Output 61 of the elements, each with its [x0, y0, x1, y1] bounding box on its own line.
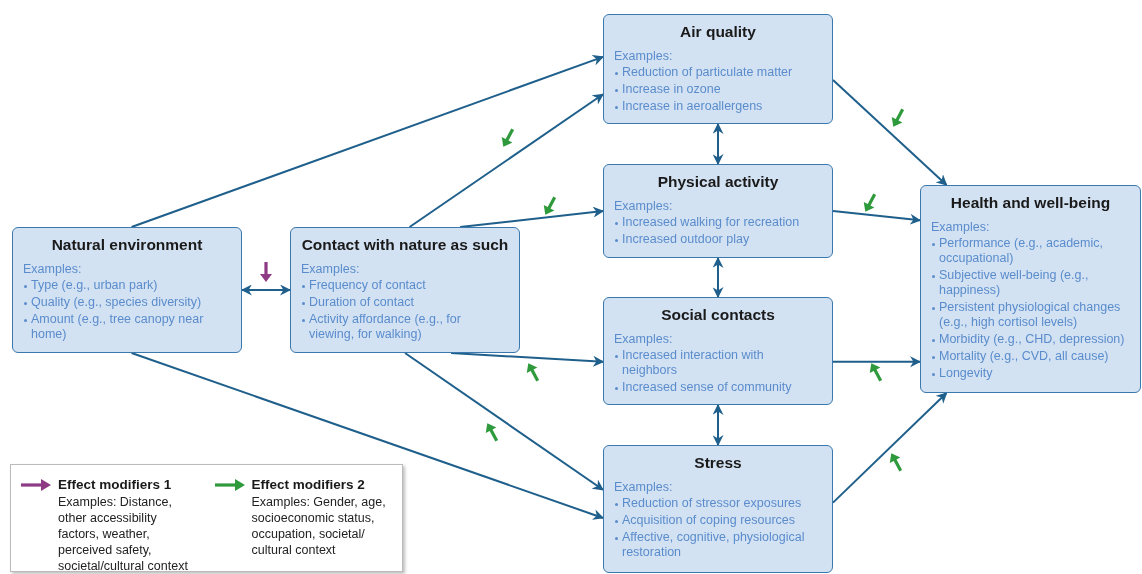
box-title: Health and well-being [949, 194, 1112, 212]
bullet-item: Amount (e.g., tree canopy near home) [23, 312, 231, 342]
bullet-item: Performance (e.g., academic, occupational) [931, 236, 1130, 266]
arrow [240, 284, 292, 296]
box-title: Natural environment [50, 236, 204, 254]
bullet-item: Longevity [931, 366, 1130, 381]
examples-label: Examples: [614, 198, 674, 214]
process-box [603, 164, 833, 258]
arrow [832, 356, 922, 368]
bullet-item: Morbidity (e.g., CHD, depression) [931, 332, 1130, 347]
box-title: Physical activity [656, 173, 780, 191]
bullet-item: Acquisition of coping resources [614, 513, 822, 528]
box-title: Air quality [679, 23, 757, 41]
examples-label: Examples: [23, 261, 83, 277]
bullet-item: Persistent physiological changes (e.g., high cortisol levels) [931, 300, 1130, 330]
process-box [603, 14, 833, 124]
bullet-item: Reduction of particulate matter [614, 65, 822, 80]
process-box [603, 297, 833, 405]
box-title: Social contacts [660, 306, 776, 324]
examples-label: Examples: [301, 261, 361, 277]
bullet-item: Increase in ozone [614, 82, 822, 97]
legend-note: Examples: Distance, other accessibility factors, weather, perceived safety, societal/cultural context [57, 494, 189, 574]
process-box [603, 445, 833, 573]
process-box [290, 227, 520, 353]
legend-note: Examples: Gender, age, socioeconomic status, occupation, societal/ cultural context [250, 494, 387, 558]
arrow [459, 206, 605, 228]
bullet-item: Increased interaction with neighbors [614, 348, 822, 378]
bullet-item: Mortality (e.g., CVD, all cause) [931, 349, 1130, 364]
arrow [712, 256, 724, 299]
bullet-item: Subjective well-being (e.g., happiness) [931, 268, 1130, 298]
arrow [832, 392, 948, 504]
arrow [712, 403, 724, 447]
bullet-item: Duration of contact [301, 295, 509, 310]
arrow [450, 352, 605, 367]
examples-label: Examples: [614, 48, 674, 64]
box-title: Stress [693, 454, 743, 472]
arrow [832, 79, 948, 186]
process-box [12, 227, 242, 353]
arrow [712, 122, 724, 166]
bullet-item: Increase in aeroallergens [614, 99, 822, 114]
arrow [130, 352, 605, 520]
bullet-item: Increased sense of community [614, 380, 822, 395]
process-box [920, 185, 1141, 393]
examples-label: Examples: [614, 479, 674, 495]
examples-label: Examples: [931, 219, 991, 235]
legend-label: Effect modifiers 1 [58, 477, 172, 492]
bullet-item: Type (e.g., urban park) [23, 278, 231, 293]
arrow [404, 352, 604, 491]
arrow [408, 93, 604, 228]
arrow [832, 210, 922, 225]
bullet-item: Quality (e.g., species diversity) [23, 295, 231, 310]
bullet-item: Activity affordance (e.g., for viewing, for walking) [301, 312, 509, 342]
bullet-item: Increased outdoor play [614, 232, 822, 247]
bullet-item: Reduction of stressor exposures [614, 496, 822, 511]
examples-label: Examples: [614, 331, 674, 347]
arrow [130, 55, 605, 228]
bullet-item: Increased walking for recreation [614, 215, 822, 230]
bullet-item: Frequency of contact [301, 278, 509, 293]
bullet-item: Affective, cognitive, physiological restoration [614, 530, 822, 560]
box-title: Contact with nature as such [301, 236, 509, 254]
legend-label: Effect modifiers 2 [251, 477, 365, 492]
